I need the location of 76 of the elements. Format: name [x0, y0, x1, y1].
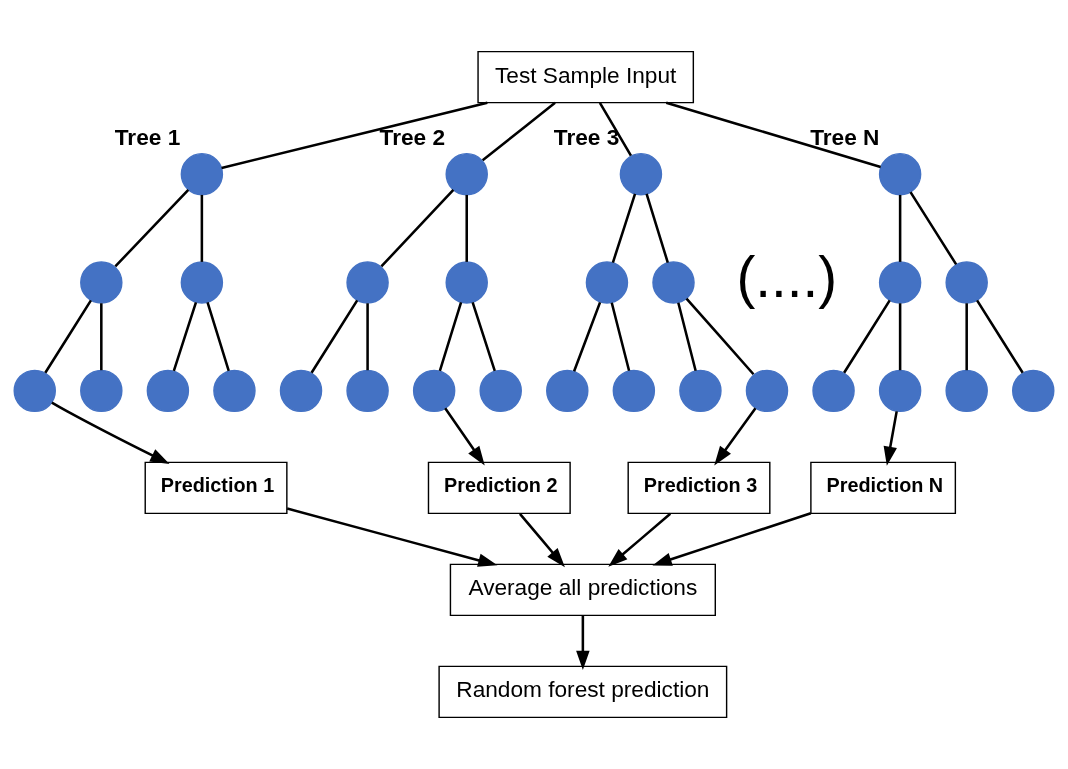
connector — [114, 188, 190, 268]
connector — [909, 191, 958, 266]
connector — [610, 302, 631, 372]
connector — [645, 193, 669, 263]
node-circle — [80, 261, 123, 304]
connector — [206, 301, 230, 372]
node-box: Prediction 2 — [427, 461, 571, 515]
connector — [481, 101, 556, 162]
node-box: Prediction 1 — [144, 461, 288, 515]
connector — [200, 194, 204, 262]
node-circle — [812, 369, 855, 413]
node-circle — [878, 261, 922, 304]
node-circle — [585, 261, 629, 304]
node-box: Prediction N — [810, 461, 957, 515]
node-circle — [945, 261, 988, 304]
arrow — [714, 407, 757, 466]
connector — [965, 303, 968, 371]
node-circle — [180, 261, 224, 304]
node-circle — [279, 369, 323, 413]
connector — [898, 194, 902, 262]
connector — [221, 101, 488, 170]
node-box: Random forest prediction — [438, 665, 728, 719]
node-circle — [412, 369, 456, 413]
connector — [366, 303, 369, 371]
arrow — [883, 411, 898, 466]
arrow — [518, 513, 565, 568]
node-circle — [679, 369, 722, 413]
node-circle — [13, 369, 56, 413]
connector — [172, 301, 198, 372]
node-circle — [1012, 369, 1055, 413]
connector — [677, 302, 697, 372]
node-circle — [745, 369, 789, 413]
node-box: Average all predictions — [449, 563, 716, 617]
connector — [976, 299, 1024, 374]
connector — [598, 102, 633, 157]
node-circle — [80, 369, 123, 413]
arrow — [652, 511, 812, 566]
arrow — [51, 401, 170, 464]
connector — [572, 301, 602, 372]
arrow — [608, 512, 672, 567]
connector — [471, 301, 496, 372]
node-circle — [445, 261, 488, 304]
node-label: Tree 1 — [114, 123, 181, 150]
node-circle — [878, 369, 922, 413]
node-circle — [213, 369, 256, 413]
connector — [310, 299, 359, 374]
node-circle — [612, 369, 656, 413]
node-circle — [346, 369, 389, 413]
node-circle — [546, 369, 589, 413]
node-circle — [445, 152, 488, 196]
node-circle — [945, 369, 988, 413]
label: (....) — [736, 245, 838, 309]
arrow — [444, 407, 485, 466]
arrow — [286, 507, 498, 567]
node-box: Prediction 3 — [627, 461, 771, 515]
node-circle — [479, 369, 522, 413]
connector — [665, 101, 881, 169]
connector — [685, 297, 755, 376]
connector — [44, 299, 92, 374]
connector — [465, 194, 468, 262]
connector — [898, 303, 902, 371]
arrow — [576, 615, 590, 671]
connector — [843, 299, 891, 374]
node-label: Tree 2 — [379, 123, 446, 150]
node-circle — [180, 152, 224, 196]
connector — [438, 301, 463, 372]
node-circle — [878, 152, 922, 196]
connector — [100, 303, 103, 371]
connector — [611, 193, 637, 263]
node-circle — [146, 369, 190, 413]
connector — [380, 188, 455, 268]
node-circle — [619, 152, 663, 196]
node-label: Tree N — [810, 123, 880, 150]
node-box: Test Sample Input — [477, 50, 695, 104]
node-circle — [346, 261, 389, 304]
node-circle — [652, 261, 695, 304]
